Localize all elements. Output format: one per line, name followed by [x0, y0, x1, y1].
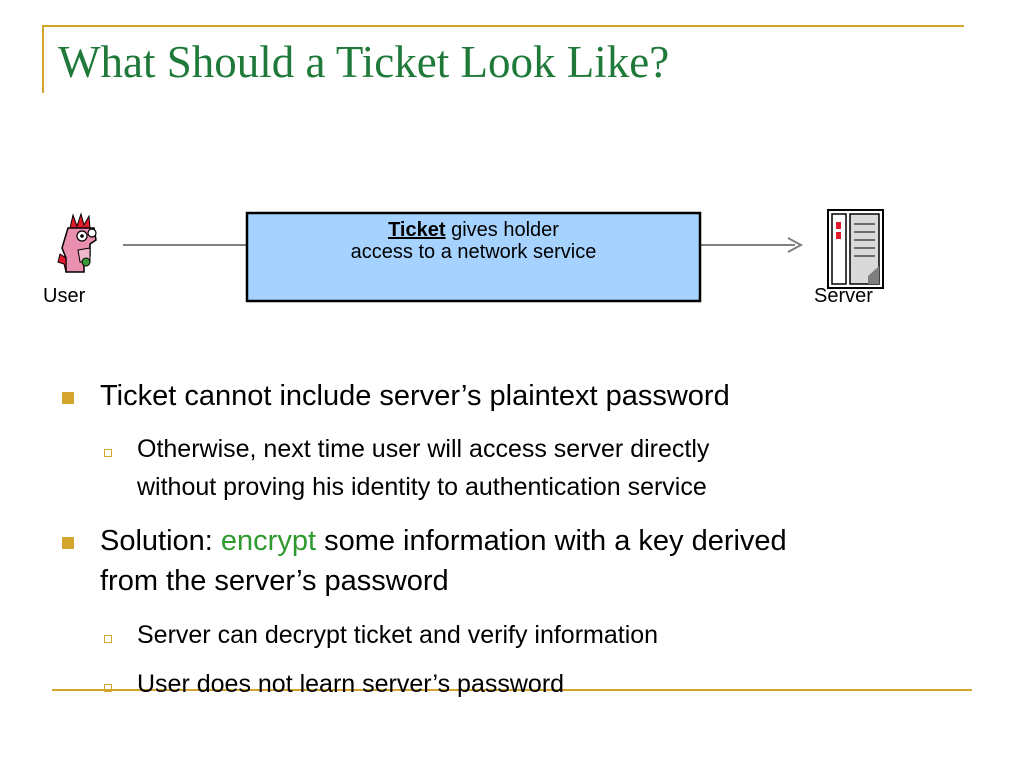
ticket-keyword: Ticket — [388, 219, 446, 241]
bullet-1: Ticket cannot include server’s plaintext… — [100, 380, 730, 412]
arrow-head — [787, 237, 804, 253]
sub-1-line-1: Otherwise, next time user will access se… — [137, 435, 710, 463]
bullet-2: Solution: encrypt some information with … — [100, 521, 787, 601]
ticket-line1-rest: gives holder — [445, 219, 559, 241]
server-icon — [827, 209, 884, 289]
bullet-2-prefix: Solution: — [100, 525, 221, 557]
bottom-rule — [52, 689, 972, 691]
bullet-2-sub-1: Server can decrypt ticket and verify inf… — [137, 621, 659, 649]
bullet-marker — [62, 537, 74, 549]
slide-title: What Should a Ticket Look Like? — [58, 37, 670, 87]
server-label: Server — [814, 285, 873, 307]
ticket-description: Ticket gives holder access to a network … — [247, 219, 700, 263]
user-icon — [57, 212, 97, 273]
sub-bullet-marker — [104, 635, 112, 643]
bullet-2-line-2: from the server’s password — [100, 565, 449, 597]
ticket-line2: access to a network service — [350, 241, 597, 263]
encrypt-highlight: encrypt — [220, 525, 317, 557]
sub-bullet-marker — [104, 684, 112, 692]
user-label: User — [43, 285, 86, 307]
bullet-marker — [62, 392, 74, 404]
bullet-2-rest: some information with a key derived — [316, 525, 787, 557]
sub-bullet-marker — [104, 449, 112, 457]
ticket-box — [245, 211, 702, 303]
bullet-2-sub-2: User does not learn server’s password — [137, 670, 565, 698]
ticket-diagram — [57, 209, 884, 303]
sub-1-line-2: without proving his identity to authenti… — [137, 473, 707, 501]
bullet-1-sub-1: Otherwise, next time user will access se… — [137, 430, 709, 506]
title-rule-vertical — [42, 25, 44, 93]
title-rule-horizontal — [42, 25, 964, 27]
